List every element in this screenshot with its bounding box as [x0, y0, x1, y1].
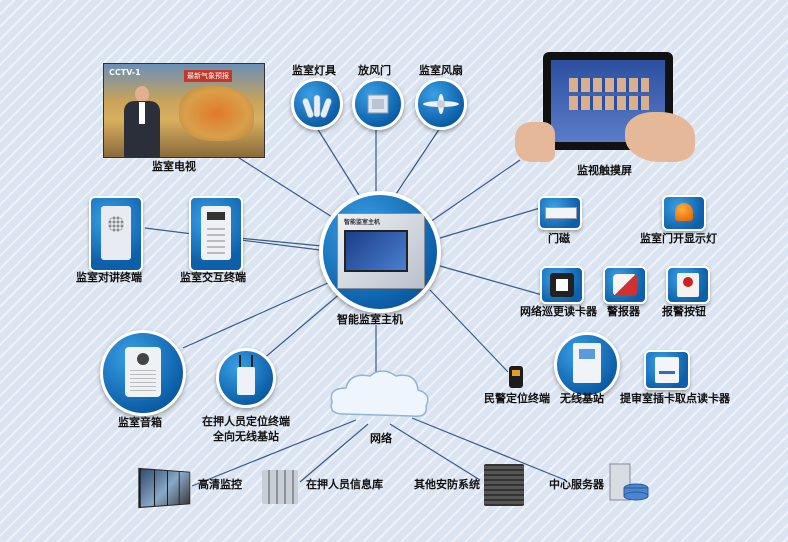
inmate-db-node[interactable] [262, 470, 298, 504]
door-magnet-label: 门磁 [548, 232, 570, 245]
link-lights [316, 127, 363, 201]
left-hand [515, 122, 555, 162]
vent-node[interactable] [352, 78, 404, 130]
door-magnet-icon [545, 207, 577, 219]
vent-label: 放风门 [358, 64, 391, 77]
interactive-node[interactable] [189, 196, 243, 272]
intercom-label: 监室对讲终端 [76, 271, 142, 284]
keypad-icon [201, 206, 231, 260]
police-locator-node[interactable] [509, 366, 523, 388]
hub-screen [344, 230, 408, 272]
other-security-label: 其他安防系统 [414, 478, 480, 491]
door-light-label: 监室门开显示灯 [640, 232, 717, 245]
presenter [122, 86, 162, 157]
base-station-icon [573, 343, 601, 383]
card-reader-icon [550, 273, 574, 297]
right-hand [625, 112, 695, 162]
hd-monitor-label: 高清监控 [198, 478, 242, 491]
tv-label: 监室电视 [152, 160, 196, 173]
fan-label: 监室风扇 [419, 64, 463, 77]
hub-panel-title: 智能监室主机 [344, 219, 381, 226]
locator-label-line2: 全向无线基站 [213, 430, 279, 443]
server-rack-icon [262, 470, 298, 504]
alarm-button-node[interactable] [666, 266, 710, 304]
tv-node[interactable]: CCTV-1 最新气象预报 [103, 63, 265, 158]
link-db [299, 423, 369, 483]
card-reader-label: 提审室插卡取点读卡器 [620, 392, 730, 405]
video-wall-icon [138, 467, 191, 509]
hd-monitor-node[interactable] [138, 467, 192, 509]
interactive-label: 监室交互终端 [180, 271, 246, 284]
door-magnet-node[interactable] [538, 196, 582, 230]
tv-channel-logo: CCTV-1 [109, 68, 141, 77]
central-server-label: 中心服务器 [549, 478, 604, 491]
link-police [429, 289, 509, 373]
vent-icon [367, 94, 389, 114]
card-reader-node[interactable] [644, 350, 690, 390]
link-locator [261, 291, 343, 361]
panic-button-icon [677, 273, 699, 297]
inmate-db-label: 在押人员信息库 [306, 478, 383, 491]
hub-label: 智能监室主机 [337, 313, 403, 326]
police-locator-label: 民警定位终端 [484, 392, 550, 405]
locator-node[interactable] [216, 348, 276, 408]
other-security-node[interactable] [484, 464, 524, 506]
lights-icon [302, 94, 332, 118]
weather-map [179, 86, 254, 141]
speaker-label: 监室音箱 [118, 416, 162, 429]
speaker-node[interactable] [100, 330, 186, 416]
intercom-node[interactable] [89, 196, 143, 272]
link-server [411, 417, 566, 481]
cabinet-icon [484, 464, 524, 506]
link-fan [391, 127, 441, 201]
lights-label: 监室灯具 [292, 64, 336, 77]
warning-light-icon [675, 203, 693, 221]
patrol-reader-label: 网络巡更读卡器 [520, 305, 597, 318]
tablet-screen [551, 60, 665, 142]
link-interactive [237, 237, 323, 247]
network-cloud[interactable] [324, 364, 434, 424]
tv-weather-banner: 最新气象预报 [184, 70, 232, 82]
slot-reader-icon [655, 357, 679, 383]
patrol-reader-node[interactable] [540, 266, 584, 304]
door-light-node[interactable] [662, 195, 706, 231]
hub-device: 智能监室主机 [337, 213, 425, 289]
database-server-icon [609, 463, 649, 501]
wireless-station-icon [237, 355, 255, 395]
tablet-node[interactable] [515, 52, 695, 162]
fan-node[interactable] [415, 78, 467, 130]
alarm-node[interactable] [603, 266, 647, 304]
tv-screen: CCTV-1 最新气象预报 [103, 63, 265, 158]
link-hd [191, 419, 357, 487]
alarm-button-label: 报警按钮 [662, 305, 706, 318]
alarm-label: 警报器 [607, 305, 640, 318]
link-other [389, 423, 481, 481]
handheld-icon [509, 366, 523, 388]
wireless-station-node[interactable] [554, 332, 620, 398]
locator-label: 在押人员定位终端 全向无线基站 [196, 414, 296, 444]
wireless-station-label: 无线基站 [560, 392, 604, 405]
hub-node[interactable]: 智能监室主机 [319, 191, 441, 313]
link-tv [235, 155, 341, 223]
fan-icon [423, 94, 459, 114]
locator-label-line1: 在押人员定位终端 [202, 415, 290, 428]
link-speaker [182, 281, 331, 349]
tablet-label: 监视触摸屏 [577, 164, 632, 177]
central-server-node[interactable] [606, 458, 650, 504]
intercom-icon [101, 206, 131, 260]
siren-icon [613, 274, 637, 296]
network-label: 网络 [370, 432, 392, 445]
speaker-icon [125, 347, 161, 397]
lights-node[interactable] [291, 78, 343, 130]
link-door-magnet [439, 207, 541, 239]
link-tablet [429, 159, 521, 223]
